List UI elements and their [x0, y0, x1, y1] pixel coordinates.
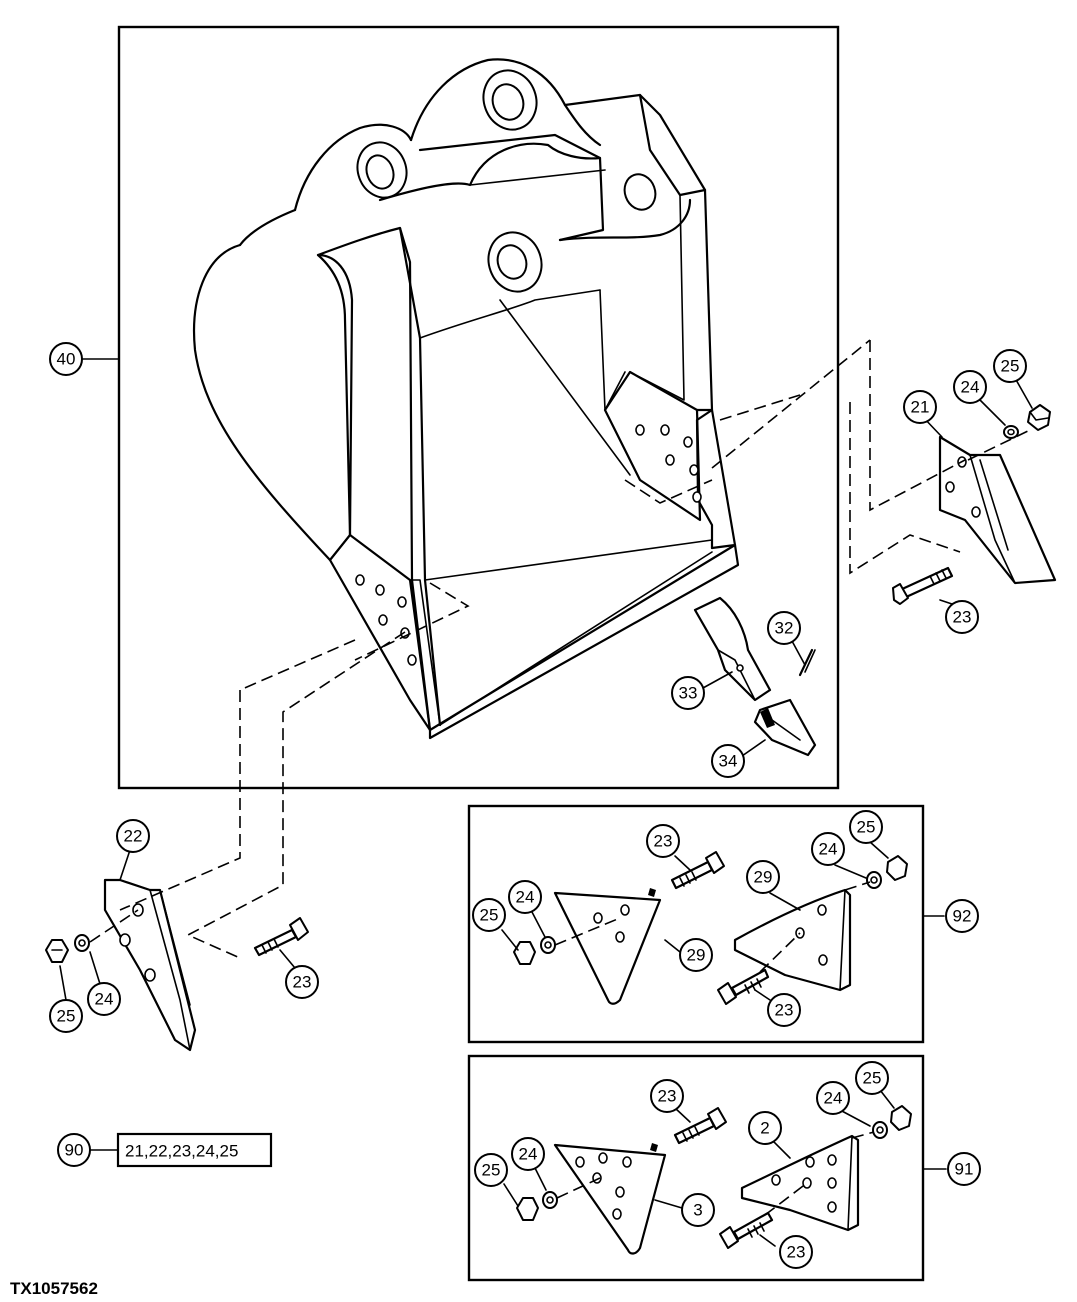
- callout-91-24-left: 24: [511, 1137, 545, 1171]
- svg-text:23: 23: [658, 1087, 677, 1106]
- side-cutter-21: [711, 339, 1057, 605]
- svg-text:92: 92: [953, 907, 972, 926]
- svg-text:24: 24: [516, 888, 535, 907]
- callout-92-25-left: 25: [472, 898, 506, 932]
- callout-91-23-top: 23: [650, 1079, 684, 1113]
- callout-92-24-left: 24: [508, 880, 542, 914]
- svg-text:25: 25: [480, 906, 499, 925]
- callout-40: 40: [49, 342, 83, 376]
- svg-text:3: 3: [693, 1201, 702, 1220]
- kit-90-contents-box: 21,22,23,24,25: [116, 1132, 273, 1168]
- svg-text:25: 25: [857, 818, 876, 837]
- svg-text:24: 24: [824, 1089, 843, 1108]
- svg-text:90: 90: [65, 1141, 84, 1160]
- callout-22: 22: [116, 819, 150, 853]
- kit-92-drawing: [513, 851, 908, 1005]
- callout-92-23-top: 23: [646, 824, 680, 858]
- svg-text:2: 2: [760, 1119, 769, 1138]
- callout-91-2: 2: [748, 1111, 782, 1145]
- kit-91-frame: [467, 1054, 925, 1282]
- bucket-drawing: [193, 58, 801, 740]
- callout-92: 92: [945, 899, 979, 933]
- svg-text:23: 23: [775, 1001, 794, 1020]
- svg-text:32: 32: [775, 619, 794, 638]
- svg-text:24: 24: [961, 378, 980, 397]
- callout-92-29-left: 29: [679, 938, 713, 972]
- kit-92-frame: [467, 804, 925, 1044]
- callout-25-right: 25: [993, 349, 1027, 383]
- callout-92-23-bottom: 23: [767, 993, 801, 1027]
- svg-text:33: 33: [679, 684, 698, 703]
- callout-33: 33: [671, 676, 705, 710]
- svg-text:22: 22: [124, 827, 143, 846]
- svg-text:40: 40: [57, 350, 76, 369]
- svg-text:29: 29: [754, 868, 773, 887]
- svg-text:24: 24: [95, 990, 114, 1009]
- callout-92-24-right: 24: [811, 832, 845, 866]
- svg-text:23: 23: [293, 973, 312, 992]
- svg-text:24: 24: [519, 1145, 538, 1164]
- callout-91-25-right: 25: [855, 1061, 889, 1095]
- callout-23-right: 23: [945, 600, 979, 634]
- svg-text:25: 25: [1001, 357, 1020, 376]
- callout-23-left: 23: [285, 965, 319, 999]
- bucket-frame: [117, 25, 840, 790]
- svg-text:91: 91: [955, 1160, 974, 1179]
- leader-lines: [59, 358, 1033, 1247]
- callout-25-left: 25: [49, 999, 83, 1033]
- callout-34: 34: [711, 744, 745, 778]
- callout-91-25-left: 25: [474, 1153, 508, 1187]
- callout-90: 90: [57, 1133, 91, 1167]
- svg-text:25: 25: [863, 1069, 882, 1088]
- tooth-assembly: [693, 596, 817, 757]
- side-cutter-22: [45, 631, 406, 1052]
- callout-91-3: 3: [681, 1193, 715, 1227]
- svg-text:23: 23: [953, 608, 972, 627]
- svg-text:21,22,23,24,25: 21,22,23,24,25: [125, 1142, 238, 1161]
- figure-id: TX1057562: [10, 1279, 98, 1298]
- svg-text:21: 21: [911, 398, 930, 417]
- callout-91-23-bottom: 23: [779, 1235, 813, 1269]
- callout-21: 21: [903, 390, 937, 424]
- svg-text:25: 25: [482, 1161, 501, 1180]
- callout-32: 32: [767, 611, 801, 645]
- svg-text:25: 25: [57, 1007, 76, 1026]
- svg-text:23: 23: [654, 832, 673, 851]
- callout-92-25-right: 25: [849, 810, 883, 844]
- svg-text:23: 23: [787, 1243, 806, 1262]
- callout-91: 91: [947, 1152, 981, 1186]
- callout-92-29-right: 29: [746, 860, 780, 894]
- svg-text:29: 29: [687, 946, 706, 965]
- kit-91-drawing: [516, 1105, 912, 1255]
- svg-text:24: 24: [819, 840, 838, 859]
- callout-24-left: 24: [87, 982, 121, 1016]
- callout-91-24-right: 24: [816, 1081, 850, 1115]
- callout-24-right: 24: [953, 370, 987, 404]
- svg-text:34: 34: [719, 752, 738, 771]
